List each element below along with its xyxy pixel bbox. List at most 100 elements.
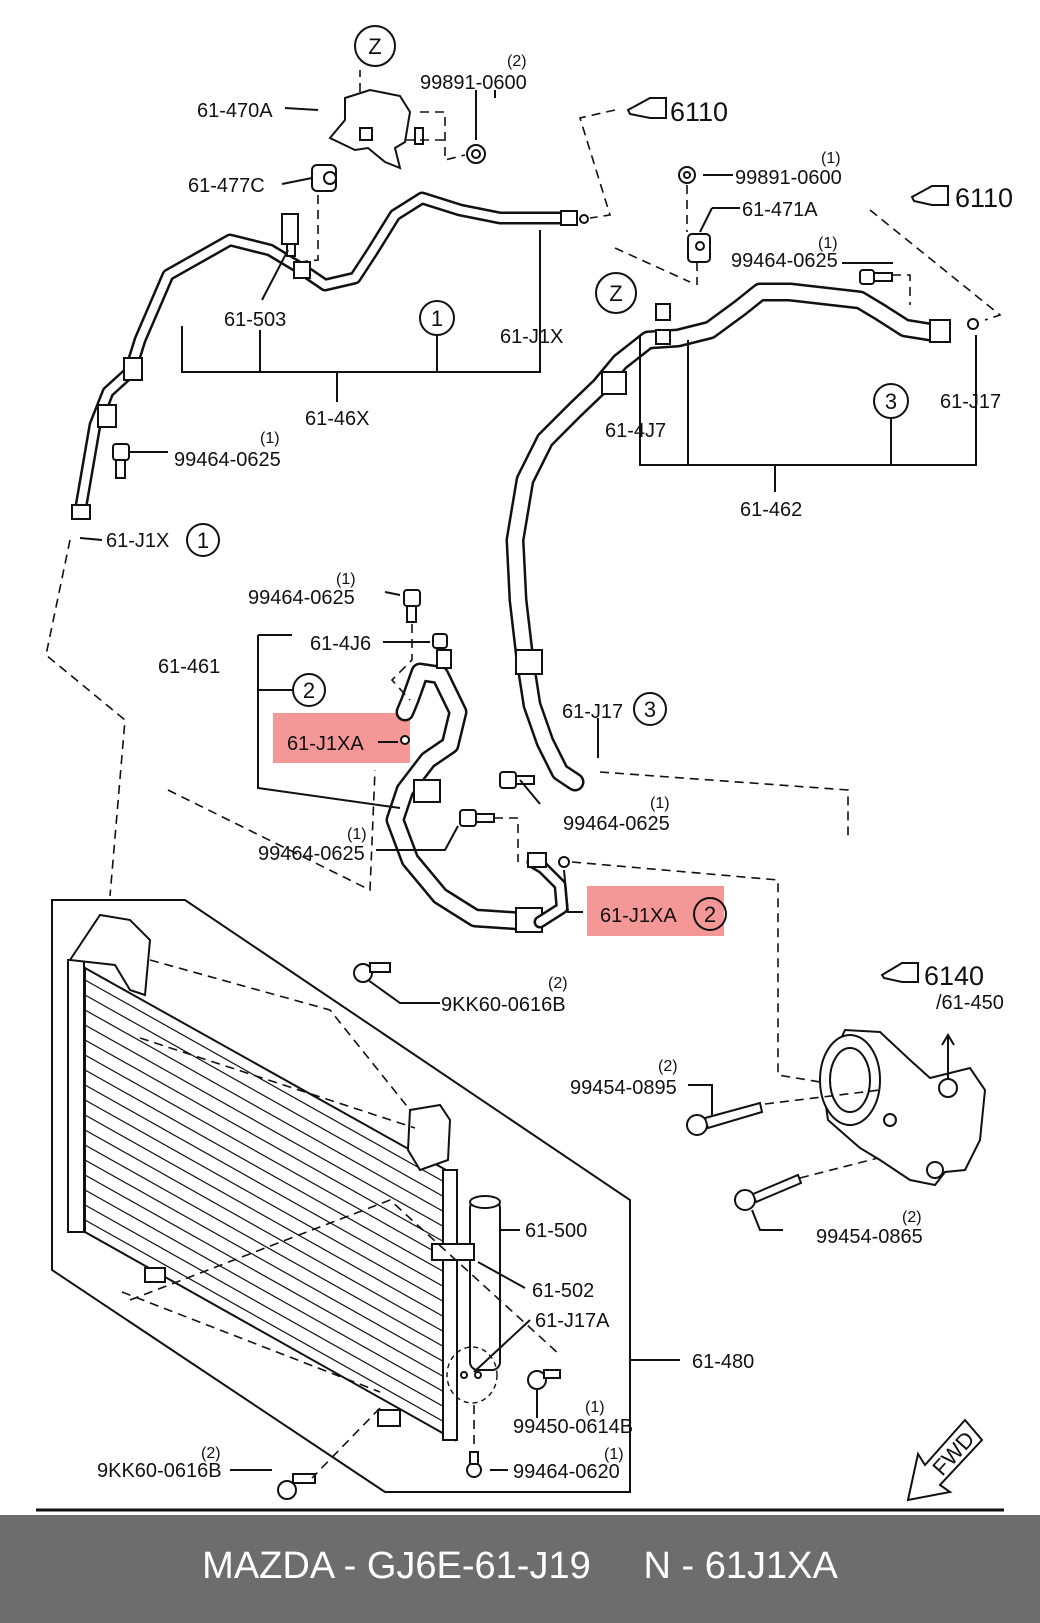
qty-99464-0625-mid: (1) [650,795,670,812]
bolt-icon [527,1369,561,1390]
part-99891-0600-top: 99891-0600 [420,72,527,94]
part-61-J1X-top: 61-J1X [500,326,563,348]
footer-bar: MAZDA - GJ6E-61-J19 N - 61J1XA [0,1515,1040,1623]
fitting-joint [601,371,627,395]
ref-6110-top: 6110 [670,97,728,127]
highlight-61-J1XA-left [273,713,410,763]
hand-pointer-icon [910,185,949,206]
qty-9KK60-0616B-top: (2) [548,975,568,992]
bolt-icon [859,269,893,285]
part-99464-0625-midleft: 99464-0625 [258,843,365,865]
clip-61-477C-icon [311,164,337,192]
pipe-61-461 [385,649,570,933]
part-99450-0614B: 99450-0614B [513,1416,633,1438]
bolt-icon [466,1451,482,1478]
part-61-J1X-left: 61-J1X [106,530,169,552]
bracket-61-471A-icon [687,233,711,263]
qty-99464-0625-midleft: (1) [347,826,367,843]
hand-pointer-icon [626,97,667,119]
fitting-end-2 [560,210,578,226]
bolt-icon [277,1473,316,1500]
qty-99454-0865: (2) [902,1209,922,1226]
circle-1-top: 1 [431,306,443,331]
part-61-471A: 61-471A [742,199,818,221]
part-9KK60-0616B-top: 9KK60-0616B [441,994,566,1016]
fitting-joint-2 [123,357,143,381]
fitting-end [929,319,951,343]
bolt-icon [499,771,535,789]
part-61-477C: 61-477C [188,175,265,197]
circle-2-right: 2 [704,902,716,927]
part-61-J17-center: 61-J17 [562,701,623,723]
bolt-icon [686,1101,764,1136]
zone-circle-z-mid [595,272,637,314]
part-61-J1XA-right: 61-J1XA [600,905,677,927]
part-99464-0625-topright: 99464-0625 [731,250,838,272]
part-61-502: 61-502 [532,1280,594,1302]
fitting-end [527,852,547,868]
qty-99464-0625-center: (1) [336,571,356,588]
qty-99891-0600-top: (2) [507,53,527,70]
zone-label-z-mid: Z [609,281,622,306]
zone-circle-z-top [354,25,396,67]
pressure-switch-icon [281,213,311,279]
part-61-J17-right: 61-J17 [940,391,1001,413]
fitting-joint-2 [413,779,441,803]
nut-icon [432,633,448,649]
circle-2-left: 2 [303,678,315,703]
pipe-61-462 [505,282,979,792]
qty-99450-0614B: (1) [585,1399,605,1416]
bolt-icon [353,962,391,983]
part-61-4J6: 61-4J6 [310,633,371,655]
part-99891-0600-right: 99891-0600 [735,167,842,189]
part-61-503: 61-503 [224,309,286,331]
bolt-icon [734,1173,803,1211]
bolt-icon [459,809,495,827]
qty-9KK60-0616B-bottom: (2) [201,1445,221,1462]
part-61-480: 61-480 [692,1351,754,1373]
qty-99464-0625-topright: (1) [818,235,838,252]
qty-99464-0625-left: (1) [260,430,280,447]
part-61-461: 61-461 [158,656,220,678]
qty-99891-0600-right: (1) [821,150,841,167]
part-99464-0625-mid: 99464-0625 [563,813,670,835]
service-port-2 [655,329,671,345]
ref-6140: 6140 [924,961,984,991]
service-port [436,649,452,669]
part-61-46X: 61-46X [305,408,370,430]
fwd-arrow-icon: FWD [906,1418,984,1502]
part-99464-0625-center: 99464-0625 [248,587,355,609]
circle-3-right: 3 [885,389,897,414]
pipe-61-46X [71,191,589,520]
bolt-icon [403,589,421,623]
part-99464-0625-left: 99464-0625 [174,449,281,471]
part-99454-0895: 99454-0895 [570,1077,677,1099]
part-61-470A: 61-470A [197,100,273,122]
footer-part-numbers: MAZDA - GJ6E-61-J19 N - 61J1XA [202,1545,838,1587]
circle-3-center: 3 [644,697,656,722]
part-61-500: 61-500 [525,1220,587,1242]
receiver-drier-icon [431,1195,501,1404]
ref-6110-right: 6110 [955,183,1013,213]
nut-icon [466,144,486,164]
hand-pointer-icon [880,962,919,983]
part-61-J17A: 61-J17A [535,1310,610,1332]
fitting-joint-2 [515,649,543,675]
part-61-450: /61-450 [936,992,1004,1014]
part-61-4J7: 61-4J7 [605,420,666,442]
nut-icon [678,166,696,184]
part-61-462: 61-462 [740,499,802,521]
zone-label-z-top: Z [368,34,381,59]
part-99464-0620: 99464-0620 [513,1461,620,1483]
qty-99454-0895: (2) [658,1058,678,1075]
parts-diagram: FWD Z Z 6110 6110 6140 /61-450 61-470A 6… [36,25,1013,1512]
fitting-joint [97,404,117,428]
compressor-icon [819,1028,987,1187]
part-61-J1XA-left: 61-J1XA [287,733,364,755]
service-port [655,303,671,321]
qty-99464-0620: (1) [604,1446,624,1463]
part-99454-0865: 99454-0865 [816,1226,923,1248]
circle-1-left: 1 [197,528,209,553]
fitting-end [71,504,91,520]
bolt-icon [112,443,130,479]
